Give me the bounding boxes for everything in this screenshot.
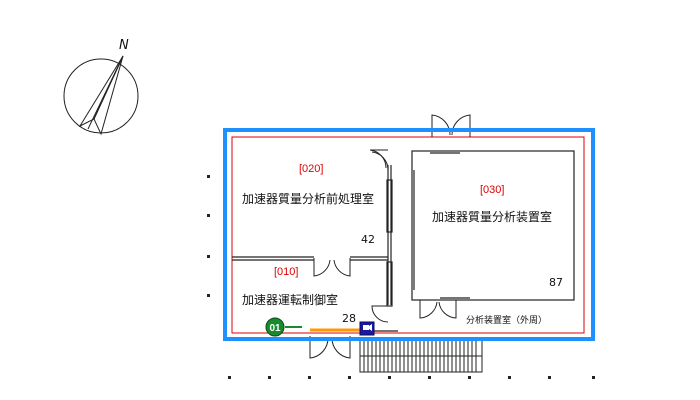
room-code: [030] [480, 184, 504, 196]
room-code: [020] [299, 163, 323, 175]
room-name: 加速器質量分析装置室 [432, 209, 552, 224]
compass-arrow-tip [93, 55, 124, 136]
compass-circle [63, 58, 139, 134]
room-ctrl[interactable]: [010] 加速器運転制御室 28 [242, 266, 356, 325]
marker-label: 01 [269, 323, 281, 334]
marker-01[interactable]: 01 [265, 317, 302, 337]
camera-icon[interactable] [359, 321, 375, 336]
compass-arrow [78, 55, 124, 128]
staircase [359, 339, 483, 373]
grid-dots [207, 175, 595, 379]
selection-highlight [223, 128, 595, 341]
room-area: 42 [361, 233, 375, 246]
room-area: 87 [549, 276, 563, 289]
perimeter-label: 分析装置室（外周） [466, 314, 547, 326]
room-name: 加速器運転制御室 [242, 292, 338, 307]
room-main[interactable]: [030] 加速器質量分析装置室 87 [432, 184, 563, 289]
walls [232, 150, 575, 307]
marker-circle [265, 317, 285, 337]
compass: N [63, 38, 139, 136]
room-code: [010] [274, 266, 298, 278]
room-pre[interactable]: [020] 加速器質量分析前処理室 42 [242, 163, 375, 246]
room-name: 加速器質量分析前処理室 [242, 191, 374, 206]
room-area: 28 [342, 312, 356, 325]
perimeter-line [231, 136, 585, 334]
compass-north-label: N [119, 38, 129, 53]
